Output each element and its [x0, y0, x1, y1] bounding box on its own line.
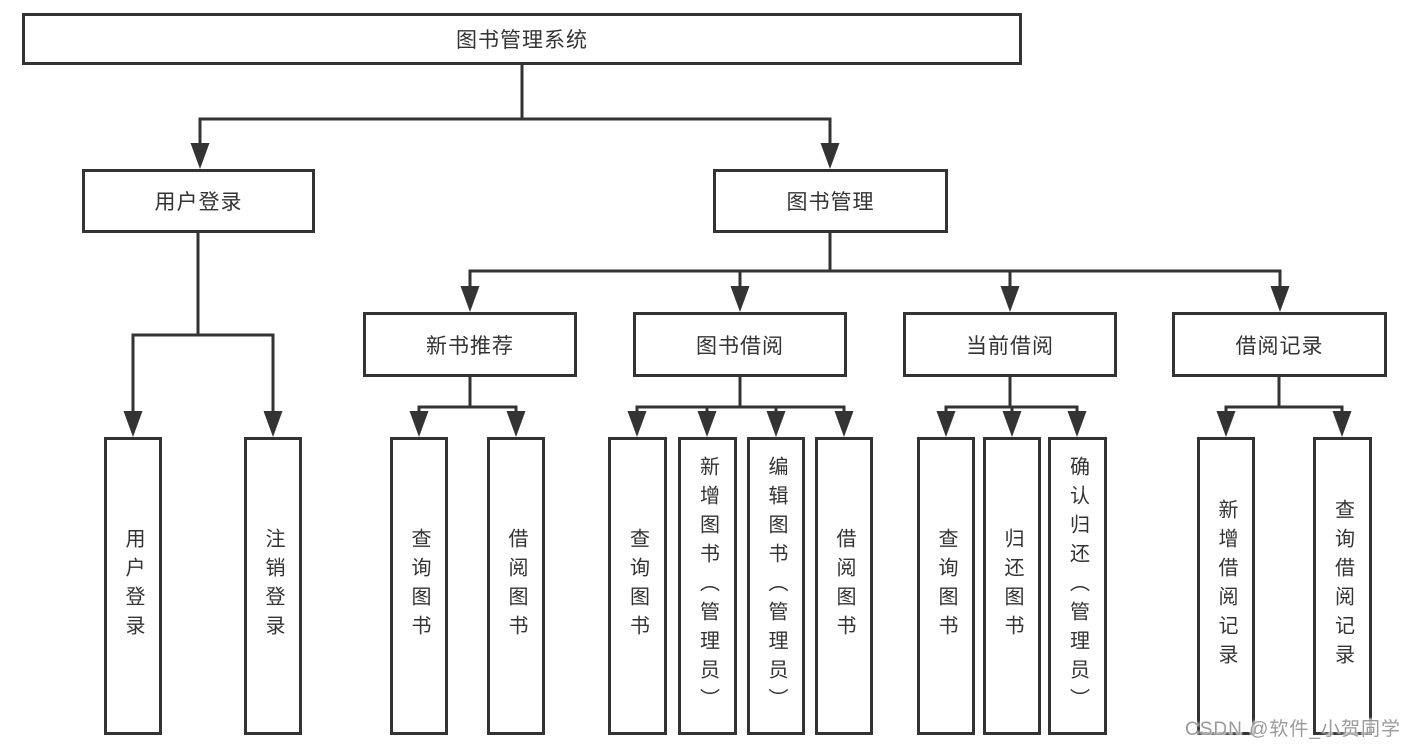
leaf-newbook-borrow-books-label: 借阅图书 — [505, 528, 527, 644]
leaf-current-confirm-return-admin: 确认归还（管理员） — [1048, 437, 1107, 735]
node-current-borrow: 当前借阅 — [903, 312, 1117, 377]
leaf-current-query-books: 查询图书 — [917, 437, 975, 735]
node-book-borrow: 图书借阅 — [633, 312, 847, 377]
node-book-borrow-label: 图书借阅 — [696, 334, 784, 358]
leaf-borrow-borrow-books-label: 借阅图书 — [833, 528, 855, 644]
leaf-current-return-books-label: 归还图书 — [1001, 528, 1023, 644]
node-user-login-label: 用户登录 — [154, 191, 243, 214]
leaf-borrow-edit-books-admin-label: 编辑图书（管理员） — [765, 455, 787, 717]
leaf-borrow-add-books-admin-label: 新增图书（管理员） — [696, 455, 719, 717]
leaf-current-confirm-return-admin-label: 确认归还（管理员） — [1066, 455, 1089, 717]
leaf-newbook-query-books: 查询图书 — [390, 437, 448, 735]
leaf-logout: 注销登录 — [244, 437, 302, 735]
node-borrow-records: 借阅记录 — [1172, 312, 1387, 377]
leaf-current-return-books: 归还图书 — [983, 437, 1041, 735]
leaf-user-login-label: 用户登录 — [122, 528, 144, 644]
node-root: 图书管理系统 — [22, 13, 1022, 65]
leaf-record-query-label: 查询借阅记录 — [1331, 499, 1354, 673]
leaf-newbook-query-books-label: 查询图书 — [408, 528, 430, 644]
leaf-current-query-books-label: 查询图书 — [935, 528, 957, 644]
leaf-borrow-borrow-books: 借阅图书 — [815, 437, 873, 735]
leaf-borrow-query-books: 查询图书 — [608, 437, 667, 735]
node-new-book-recommend: 新书推荐 — [363, 312, 577, 377]
leaf-record-add-label: 新增借阅记录 — [1215, 499, 1237, 673]
leaf-record-query: 查询借阅记录 — [1313, 437, 1372, 735]
node-new-book-recommend-label: 新书推荐 — [426, 334, 514, 358]
node-user-login: 用户登录 — [82, 169, 315, 233]
leaf-user-login: 用户登录 — [104, 437, 162, 735]
watermark: CSDN @软件_小贺同学 — [1185, 719, 1401, 740]
leaf-borrow-edit-books-admin: 编辑图书（管理员） — [747, 437, 805, 735]
node-borrow-records-label: 借阅记录 — [1235, 334, 1324, 358]
leaf-borrow-add-books-admin: 新增图书（管理员） — [678, 437, 737, 735]
leaf-newbook-borrow-books: 借阅图书 — [487, 437, 545, 735]
leaf-borrow-query-books-label: 查询图书 — [626, 528, 649, 644]
node-root-label: 图书管理系统 — [456, 29, 588, 52]
leaf-logout-label: 注销登录 — [262, 528, 284, 644]
leaf-record-add: 新增借阅记录 — [1197, 437, 1255, 735]
node-book-management: 图书管理 — [713, 169, 948, 233]
node-book-management-label: 图书管理 — [786, 191, 875, 214]
node-current-borrow-label: 当前借阅 — [966, 334, 1054, 358]
